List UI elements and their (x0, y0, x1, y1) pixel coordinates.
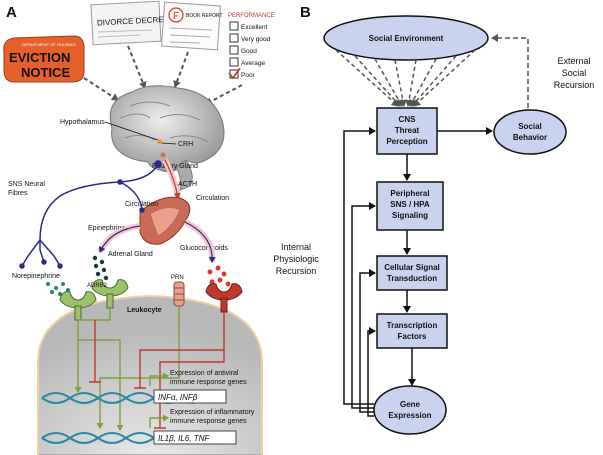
adrb2-receptor-2 (91, 279, 129, 309)
external-recursion-arrow (491, 34, 529, 116)
external-label-3: Recursion (554, 80, 595, 90)
internal-recursion-arrows (343, 127, 376, 417)
antiviral-genes: INFα, INFβ (158, 393, 198, 402)
crh-label: CRH (178, 141, 193, 148)
environment-to-cns-arrows (335, 49, 476, 107)
epinephrine-label: Epinephrine (88, 225, 125, 232)
epinephrine-dots (92, 255, 109, 281)
transcription-factors-node (376, 313, 448, 349)
glucocorticoid-dots (207, 265, 231, 287)
internal-label-1: Internal (281, 242, 311, 252)
circulation-right-label: Circulation (196, 195, 229, 202)
performance-option: Poor (241, 72, 256, 79)
inflammatory-label-1: Expression of inflammatory (170, 409, 255, 416)
peripheral-label-2: SNS / HPA (390, 200, 430, 209)
cellular-label-2: Transduction (387, 274, 437, 283)
performance-checkbox (229, 21, 239, 31)
cellular-label-1: Cellular Signal (384, 263, 440, 272)
inflammatory-label-2: immune response genes (170, 418, 247, 425)
cellular-transduction-node (376, 255, 448, 291)
divorce-decree-document: DIVORCE DECREE (90, 0, 169, 46)
performance-checkbox (229, 33, 239, 43)
inflammatory-genes: IL1β, IL6, TNF (158, 434, 210, 443)
social-environment-label: Social Environment (369, 34, 444, 43)
adrb2-receptor-1 (59, 291, 97, 321)
performance-checkbox (229, 45, 239, 55)
brain-illustration (109, 85, 225, 191)
norepinephrine-label: Norepinephrine (12, 273, 60, 280)
panel-a-letter: A (6, 4, 17, 21)
cns-label-1: CNS (399, 115, 417, 124)
checkmark-icon (228, 67, 241, 80)
internal-label-3: Recursion (276, 266, 317, 276)
cns-threat-node (376, 107, 438, 155)
internal-label-2: Physiologic (273, 254, 319, 264)
transcription-label-1: Transcription (387, 321, 438, 330)
gene-expression-node (373, 385, 447, 435)
performance-option: Average (241, 60, 265, 67)
prn-receptor (173, 281, 185, 307)
norepinephrine-dots (46, 282, 70, 296)
panel-a: A DIVORCE DECREE F BOOK REPORT PERFORMAN… (3, 0, 275, 455)
transcription-label-2: Factors (398, 332, 427, 341)
leukocyte-label: Leukocyte (127, 307, 162, 314)
stressor-arrows (83, 45, 243, 105)
eviction-notice: DEPARTMENT OF HOUSING EVICTION NOTICE (3, 35, 85, 83)
performance-checkbox (229, 57, 239, 67)
antiviral-label-2: immune response genes (170, 379, 247, 386)
external-label-1: External (557, 56, 590, 66)
performance-option: Very good (241, 36, 271, 43)
eviction-dept: DEPARTMENT OF HOUSING (22, 42, 76, 47)
glucocorticoids-label: Glucocorticoids (180, 245, 228, 252)
cns-label-3: Perception (386, 137, 427, 146)
gene-label-1: Gene (400, 400, 421, 409)
adrenal-label: Adrenal Gland (108, 251, 153, 258)
sns-neural-fibres (19, 160, 162, 269)
social-behavior-label-1: Social (518, 122, 542, 131)
sns-fibres-label-1: SNS Neural (8, 181, 45, 188)
external-label-2: Social (562, 68, 587, 78)
book-report-title: BOOK REPORT (186, 13, 223, 19)
performance-option: Good (241, 48, 257, 55)
book-report-document: F BOOK REPORT (160, 1, 223, 51)
social-environment-node (323, 15, 489, 61)
gene-label-2: Expression (388, 411, 431, 420)
adrenal-gland (139, 196, 191, 245)
social-behavior-node (493, 109, 567, 155)
pituitary-label: Pituitary Gland (152, 163, 198, 170)
sns-fibres-label-2: Fibres (8, 190, 28, 197)
divorce-decree-title: DIVORCE DECREE (97, 15, 169, 28)
eviction-line-1: EVICTION (9, 50, 70, 65)
peripheral-label-1: Peripheral (390, 189, 429, 198)
panel-b: B Social Environment External Social Rec… (273, 4, 595, 435)
hypothalamus-label: Hypothalamus (60, 119, 105, 126)
prn-label: PRN (171, 275, 184, 281)
performance-option: Excellent (241, 24, 268, 31)
antiviral-label-1: Expression of antiviral (170, 370, 239, 377)
panel-b-letter: B (300, 4, 311, 21)
acth-label: ACTH (178, 181, 197, 188)
eviction-line-2: NOTICE (21, 65, 70, 80)
peripheral-label-3: Signaling (392, 211, 428, 220)
peripheral-signaling-node (376, 181, 444, 231)
cns-label-2: Threat (395, 126, 420, 135)
glucocorticoid-receptor (205, 283, 243, 313)
signaling-lines (74, 306, 225, 431)
performance-title: PERFORMANCE (228, 13, 275, 19)
social-behavior-label-2: Behavior (513, 133, 547, 142)
adrb2-label: ADRB2 (87, 283, 108, 289)
grade-mark: F (173, 11, 179, 22)
